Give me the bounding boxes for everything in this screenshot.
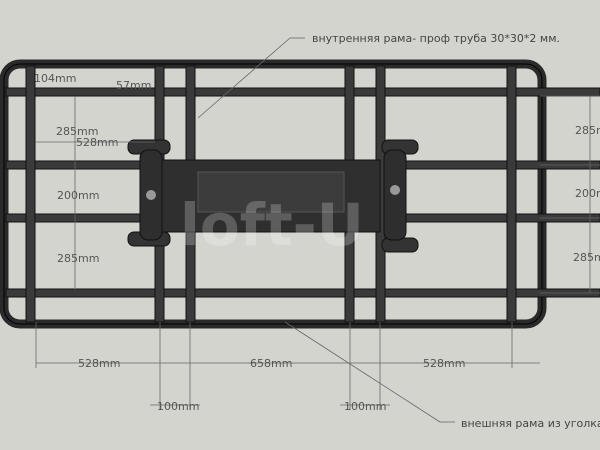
dim-bottom-100-right: 100mm bbox=[344, 400, 386, 413]
dim-right-285-bottom: 285m bbox=[573, 251, 600, 264]
inner-frame-note: внутренняя рама- проф труба 30*30*2 мм. bbox=[312, 32, 560, 45]
dim-bottom-100-left: 100mm bbox=[157, 400, 199, 413]
dim-bottom-528-right: 528mm bbox=[423, 357, 465, 370]
dim-left-285-bottom: 285mm bbox=[57, 252, 99, 265]
center-mechanism bbox=[127, 139, 419, 253]
watermark: loft-U bbox=[180, 191, 364, 259]
dim-left-285-top: 285mm bbox=[56, 125, 98, 138]
dim-bottom-658: 658mm bbox=[250, 357, 292, 370]
dimension-lines bbox=[35, 37, 600, 423]
dim-right-285-top: 285m bbox=[575, 124, 600, 137]
dim-left-200: 200mm bbox=[57, 189, 99, 202]
dim-bottom-528-left: 528mm bbox=[78, 357, 120, 370]
outer-frame-note: внешняя рама из уголка bbox=[461, 417, 600, 430]
dim-left-528: 528mm bbox=[76, 136, 118, 149]
dim-right-200: 200m bbox=[575, 187, 600, 200]
dim-top-offset: 104mm bbox=[34, 72, 76, 85]
dim-top-inner: 57mm bbox=[116, 79, 151, 92]
